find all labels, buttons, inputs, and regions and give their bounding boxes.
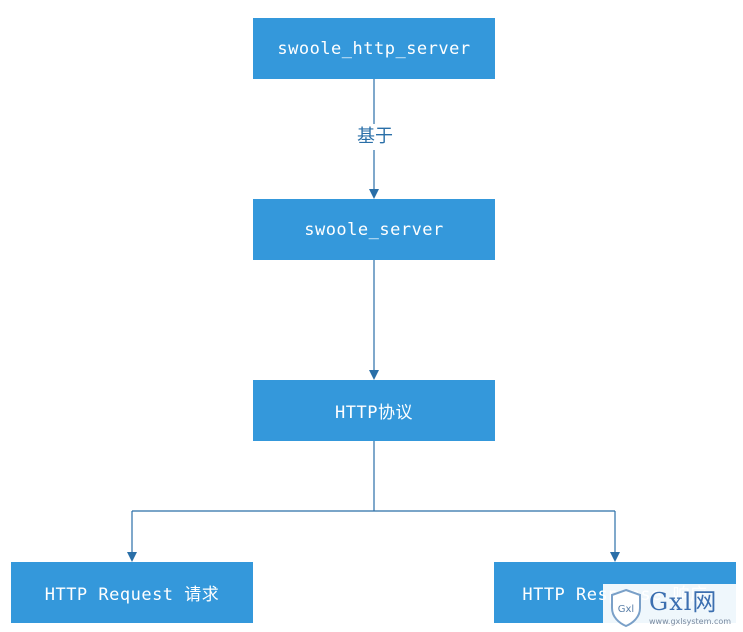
node-swoole-http-server: swoole_http_server xyxy=(253,18,495,79)
arrowhead-to-protocol xyxy=(369,370,379,380)
node-label-swoole-server: swoole_server xyxy=(304,219,444,240)
watermark: Gxl Gxl网 www.gxlsystem.com xyxy=(603,584,743,631)
watermark-brand: Gxl网 xyxy=(649,587,718,616)
watermark-badge-text: Gxl xyxy=(618,604,634,615)
watermark-url: www.gxlsystem.com xyxy=(649,616,732,626)
node-http-protocol: HTTP协议 xyxy=(253,380,495,441)
node-http-request: HTTP Request 请求 xyxy=(11,562,253,623)
node-label-http-protocol: HTTP协议 xyxy=(335,403,413,423)
arrowhead-to-request xyxy=(127,552,137,562)
edge-label-based-on: 基于 xyxy=(345,124,405,150)
node-label-swoole-http-server: swoole_http_server xyxy=(277,38,471,59)
arrowhead-to-server xyxy=(369,189,379,199)
node-label-http-request: HTTP Request 请求 xyxy=(44,585,220,605)
watermark-text: Gxl网 www.gxlsystem.com xyxy=(649,590,731,626)
arrowhead-to-response xyxy=(610,552,620,562)
node-swoole-server: swoole_server xyxy=(253,199,495,260)
shield-icon: Gxl xyxy=(609,588,643,628)
